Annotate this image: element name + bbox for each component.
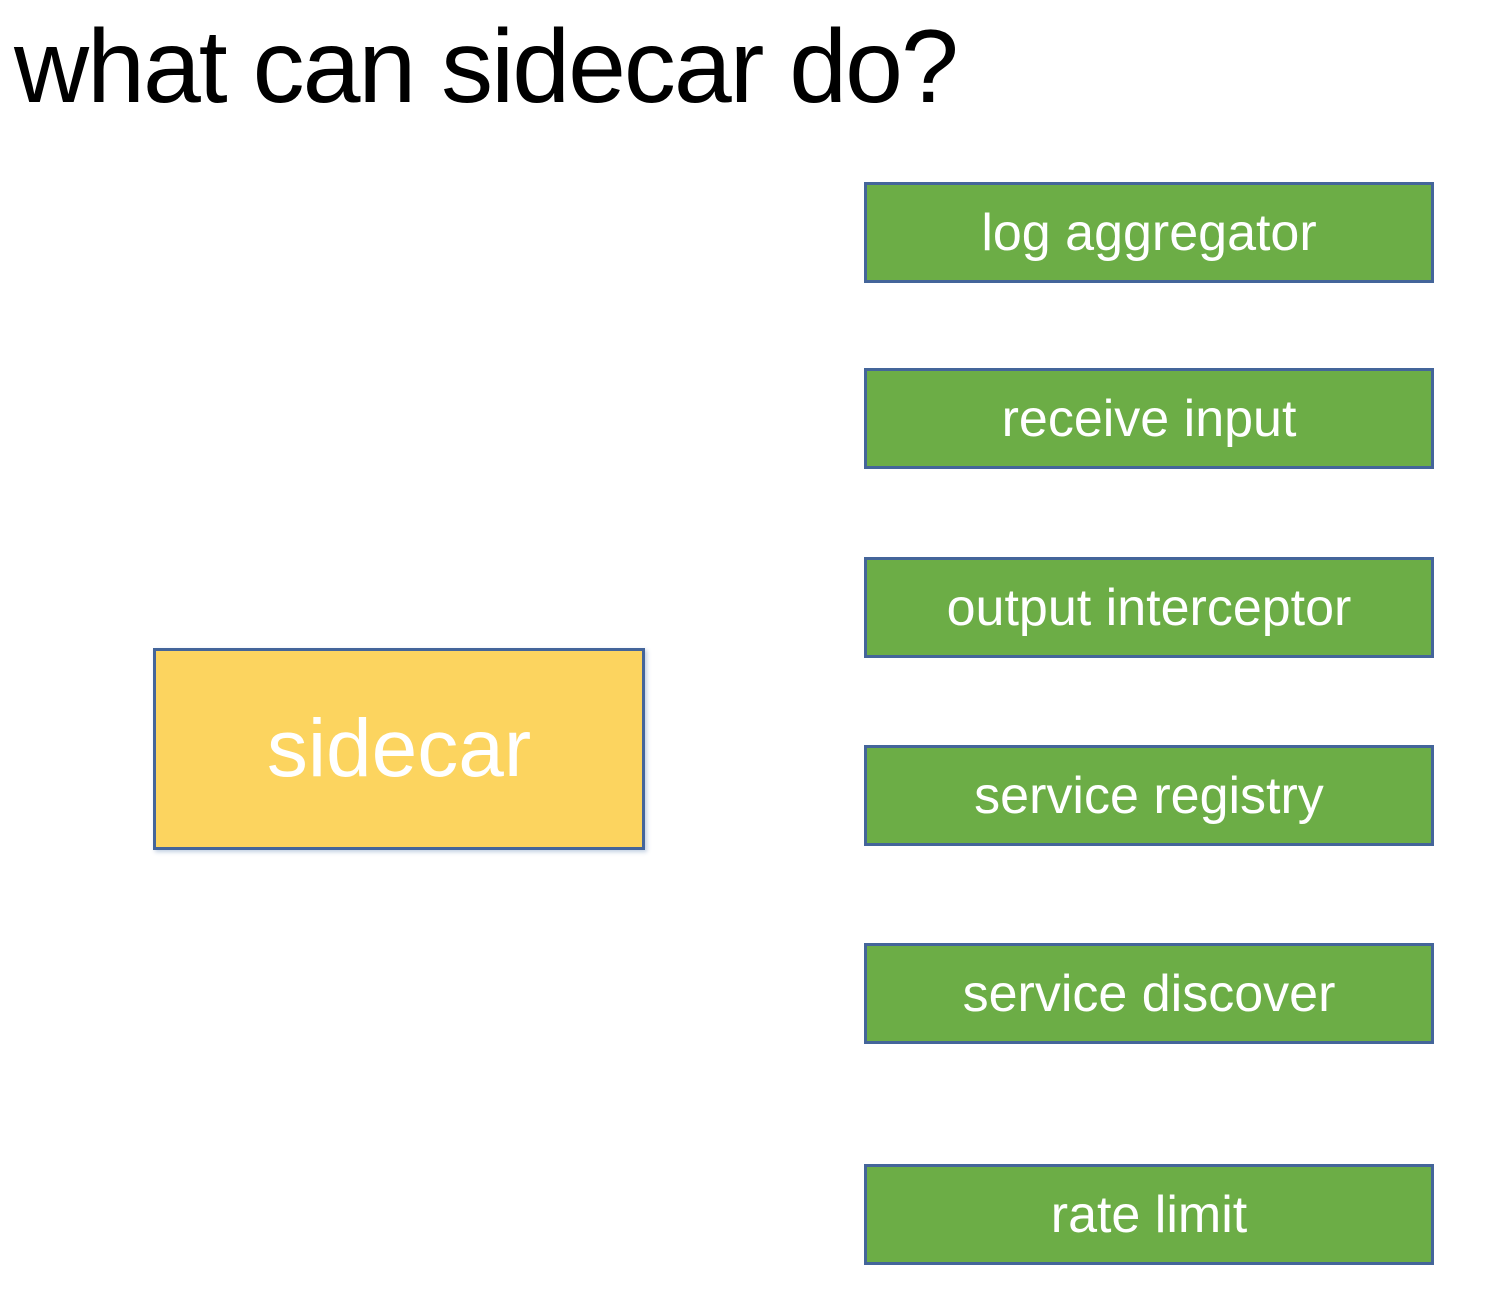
capability-box-log-aggregator: log aggregator — [864, 182, 1434, 283]
capability-label: service registry — [974, 766, 1324, 825]
capability-label: output interceptor — [946, 578, 1352, 637]
sidecar-node-label: sidecar — [266, 703, 532, 794]
capability-label: receive input — [1001, 389, 1297, 448]
capability-label: service discover — [962, 964, 1336, 1023]
capability-box-rate-limit: rate limit — [864, 1164, 1434, 1265]
capability-box-output-interceptor: output interceptor — [864, 557, 1434, 658]
slide-title: what can sidecar do? — [14, 9, 959, 125]
capability-box-service-registry: service registry — [864, 745, 1434, 846]
capability-label: rate limit — [1050, 1185, 1248, 1244]
capability-box-receive-input: receive input — [864, 368, 1434, 469]
capability-box-service-discover: service discover — [864, 943, 1434, 1044]
sidecar-node: sidecar — [153, 648, 645, 850]
capability-label: log aggregator — [981, 203, 1317, 262]
